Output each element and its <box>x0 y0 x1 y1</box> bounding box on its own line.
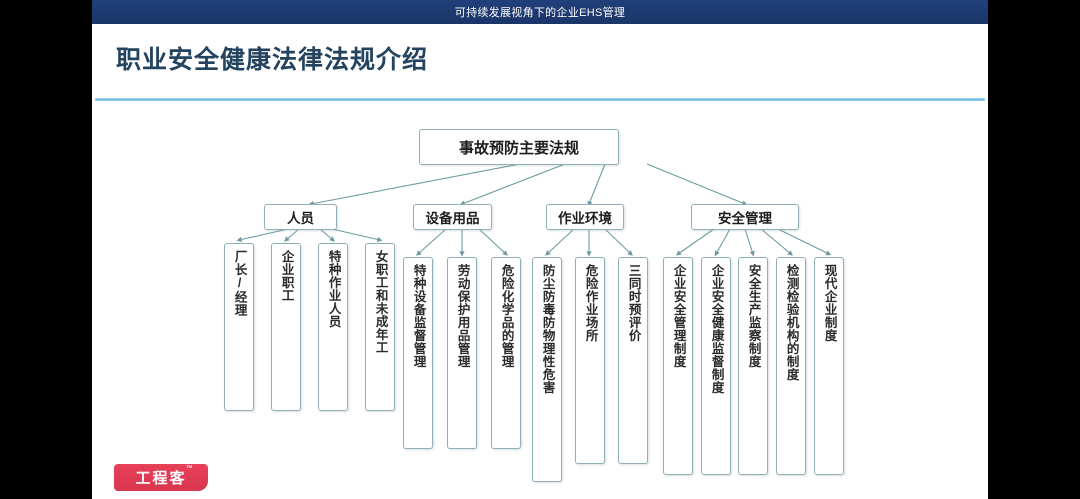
node-label: 女职工和未成年工 <box>373 250 388 354</box>
diagram-node-leaf-female-minor[interactable]: 女职工和未成年工 <box>365 243 395 411</box>
node-label: 安全管理 <box>718 211 772 226</box>
node-label: 防尘防毒防物理性危害 <box>540 264 555 394</box>
diagram-node-leaf-safety-health-supervision[interactable]: 企业安全健康监督制度 <box>701 257 731 475</box>
title-divider <box>95 98 985 101</box>
node-label: 设备用品 <box>425 211 480 226</box>
node-label: 企业安全管理制度 <box>671 264 686 368</box>
diagram-node-leaf-special-operation[interactable]: 特种作业人员 <box>318 243 348 411</box>
diagram-node-leaf-factory-manager[interactable]: 厂长/经理 <box>224 243 254 411</box>
node-label: 厂长/经理 <box>232 250 247 317</box>
diagram-node-leaf-dust-poison-physical[interactable]: 防尘防毒防物理性危害 <box>532 257 562 482</box>
diagram-node-leaf-hazardous-chemicals[interactable]: 危险化学品的管理 <box>491 257 521 449</box>
diagram-node-leaf-ppe[interactable]: 劳动保护用品管理 <box>447 257 477 449</box>
page-title: 职业安全健康法律法规介绍 <box>116 46 429 74</box>
node-label: 危险化学品的管理 <box>499 264 514 368</box>
presentation-banner: 可持续发展视角下的企业EHS管理 <box>92 0 988 24</box>
diagram-node-category-safety-management[interactable]: 安全管理 <box>691 204 799 230</box>
node-label: 安全生产监察制度 <box>746 264 761 368</box>
diagram-node-root[interactable]: 事故预防主要法规 <box>419 129 619 165</box>
banner-title: 可持续发展视角下的企业EHS管理 <box>454 7 626 19</box>
node-label: 特种设备监督管理 <box>411 264 426 368</box>
title-area: 职业安全健康法律法规介绍 <box>92 24 988 102</box>
diagram-node-leaf-employee[interactable]: 企业职工 <box>271 243 301 411</box>
node-label: 企业职工 <box>279 250 294 302</box>
trademark-icon: ™ <box>185 465 195 472</box>
diagram-node-leaf-testing-institution[interactable]: 检测检验机构的制度 <box>776 257 806 475</box>
node-label: 特种作业人员 <box>326 250 341 328</box>
diagram-node-category-equipment[interactable]: 设备用品 <box>413 204 492 230</box>
node-label: 现代企业制度 <box>822 264 837 342</box>
node-label: 人员 <box>287 211 314 226</box>
diagram-node-leaf-special-equipment[interactable]: 特种设备监督管理 <box>403 257 433 449</box>
diagram-node-leaf-hazardous-site[interactable]: 危险作业场所 <box>575 257 605 464</box>
node-label: 作业环境 <box>558 211 612 226</box>
diagram-node-leaf-modern-enterprise[interactable]: 现代企业制度 <box>814 257 844 475</box>
node-label: 企业安全健康监督制度 <box>709 264 724 394</box>
connector-lines <box>236 163 832 257</box>
org-chart-diagram: 事故预防主要法规 人员 设备用品 作业环境 安全管理 厂长/经理 企业职工 <box>92 104 988 499</box>
node-label: 危险作业场所 <box>583 264 598 342</box>
node-label: 事故预防主要法规 <box>458 139 579 157</box>
slide-canvas: 可持续发展视角下的企业EHS管理 职业安全健康法律法规介绍 <box>92 0 988 499</box>
diagram-node-leaf-production-inspection[interactable]: 安全生产监察制度 <box>738 257 768 475</box>
node-label: 劳动保护用品管理 <box>455 264 470 368</box>
diagram-node-leaf-enterprise-safety-system[interactable]: 企业安全管理制度 <box>663 257 693 475</box>
node-label: 三同时预评价 <box>626 264 641 342</box>
diagram-node-leaf-three-simultaneous[interactable]: 三同时预评价 <box>618 257 648 464</box>
diagram-node-category-environment[interactable]: 作业环境 <box>546 204 624 230</box>
node-label: 检测检验机构的制度 <box>784 264 799 381</box>
diagram-node-category-personnel[interactable]: 人员 <box>264 204 337 230</box>
